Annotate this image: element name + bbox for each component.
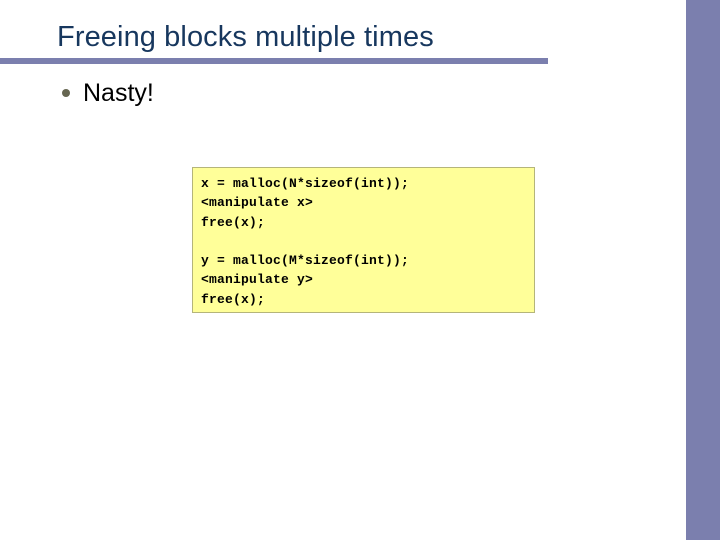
bullet-dot-icon (62, 89, 70, 97)
code-snippet-box: x = malloc(N*sizeof(int)); <manipulate x… (192, 167, 535, 313)
title-underline-rule (0, 58, 548, 64)
slide-title: Freeing blocks multiple times (57, 21, 434, 53)
code-snippet-text: x = malloc(N*sizeof(int)); <manipulate x… (201, 176, 410, 307)
bullet-list-item: Nasty! (62, 78, 154, 108)
slide-decoration-right-band (686, 0, 720, 540)
bullet-item-label: Nasty! (83, 79, 154, 107)
